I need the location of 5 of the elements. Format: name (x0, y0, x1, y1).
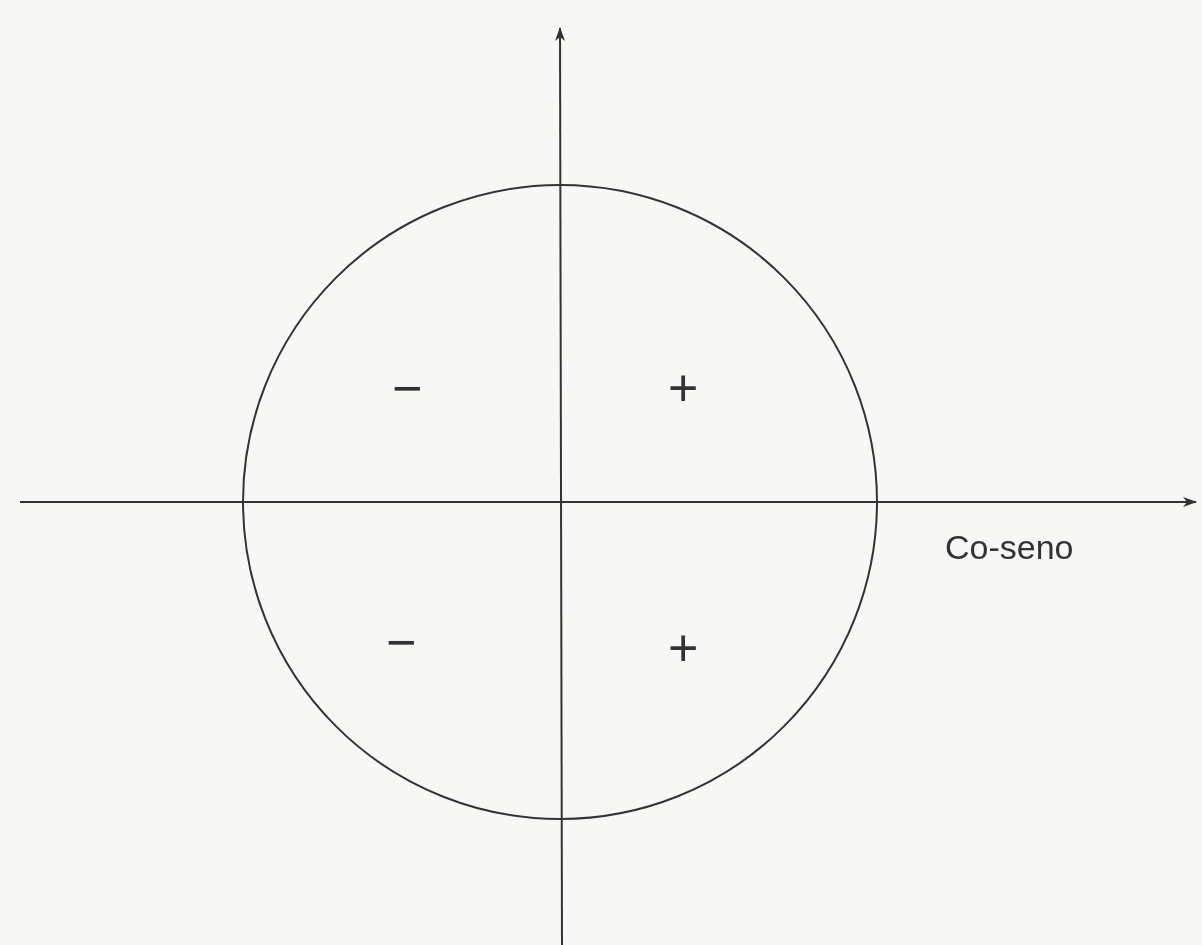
sign-label: + (668, 622, 699, 674)
axis-label: Co-seno (945, 530, 1074, 564)
sign-label: − (392, 362, 423, 414)
sign-label: − (386, 616, 417, 668)
sign-label: + (668, 362, 699, 414)
